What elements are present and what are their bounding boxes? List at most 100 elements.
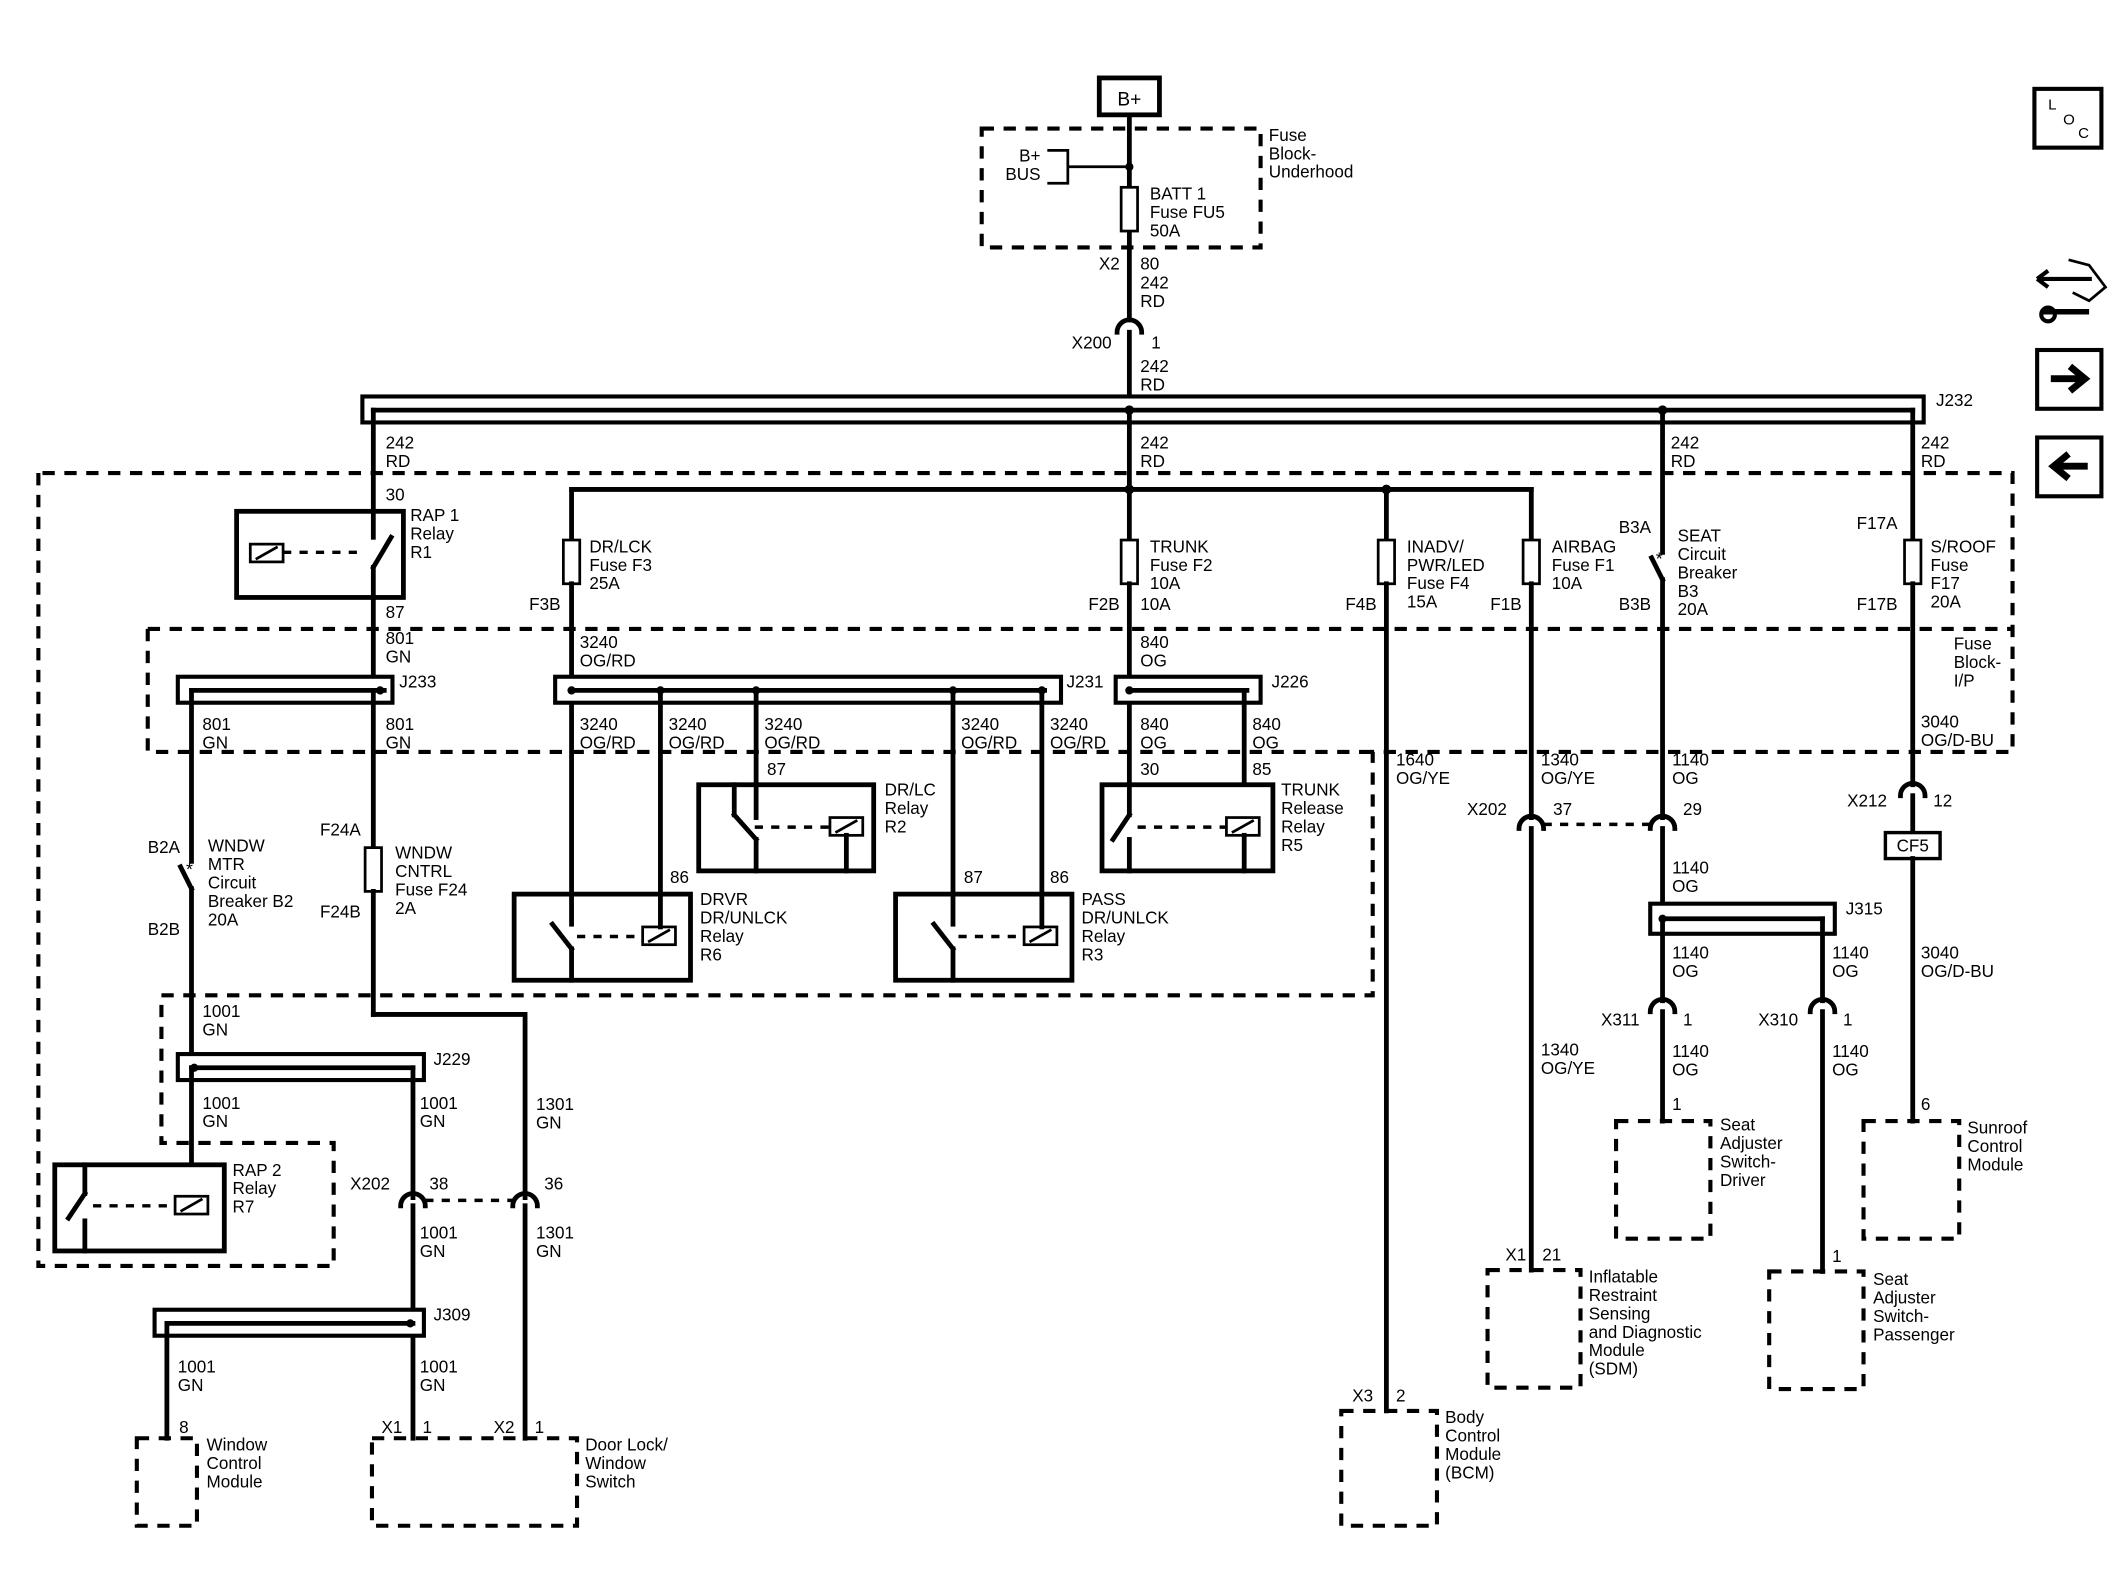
fuse-wndw <box>363 846 383 893</box>
fuse-trunk-bottom: F2B <box>1088 595 1119 614</box>
sdm-x1: X1 <box>1505 1246 1526 1265</box>
x202-37-pin: 37 <box>1553 800 1572 819</box>
fuse-airbag <box>1521 538 1541 586</box>
j231-label: J231 <box>1066 673 1103 692</box>
fuse-trunk-bottom2: 10A <box>1140 595 1171 614</box>
fuse-block-underhood-outline <box>979 126 1263 250</box>
cb-seat-top: B3A <box>1619 518 1652 537</box>
bcm-x3: X3 <box>1352 1386 1373 1405</box>
rap1-pin87: 87 <box>386 603 405 622</box>
x202-29-pin: 29 <box>1683 800 1702 819</box>
fuse-sroof-top: F17A <box>1857 514 1898 533</box>
cf5-label: CF5 <box>1897 837 1929 856</box>
fuse-trunk <box>1119 538 1139 586</box>
door-lock-x1-pin: 1 <box>423 1418 432 1437</box>
connector-wrench-icon[interactable] <box>2035 258 2108 324</box>
sunroof-pin: 6 <box>1921 1095 1931 1114</box>
x310-label: X310 <box>1758 1010 1798 1029</box>
b-plus-source-label: B+ <box>1117 89 1141 110</box>
next-page-button[interactable] <box>2035 347 2104 411</box>
rap1-pin30: 30 <box>386 485 405 504</box>
door-lock-x2: X2 <box>494 1418 515 1437</box>
fuse-inadv-bottom: F4B <box>1345 595 1376 614</box>
x2-pin-label: 80 <box>1140 254 1159 273</box>
drvr-pin86: 86 <box>670 868 689 887</box>
cb-wndw-top: B2A <box>148 838 181 857</box>
window-control-pin: 8 <box>179 1418 189 1437</box>
fuse-wndw-top: F24A <box>320 820 361 839</box>
fuse-sroof <box>1903 538 1923 586</box>
sdm-pin: 21 <box>1542 1246 1561 1265</box>
batt1-fuse <box>1119 185 1139 233</box>
loc-icon-l: L <box>2048 96 2056 113</box>
j229-label: J229 <box>433 1050 470 1069</box>
bcm-pin: 2 <box>1396 1386 1405 1405</box>
seat-driver-pin: 1 <box>1672 1095 1682 1114</box>
fuse-wndw-bottom: F24B <box>320 902 361 921</box>
x202-36-pin: 36 <box>544 1174 563 1193</box>
trunk-pin85: 85 <box>1252 760 1271 779</box>
x311-label: X311 <box>1601 1010 1640 1029</box>
seat-passenger-pin: 1 <box>1832 1247 1842 1266</box>
x212-pin: 12 <box>1933 792 1952 811</box>
pass-pin86: 86 <box>1050 868 1069 887</box>
arrow-right-icon <box>2050 363 2091 394</box>
seat-adjuster-passenger <box>1767 1269 1866 1392</box>
x212-label: X212 <box>1847 792 1887 811</box>
previous-page-button[interactable] <box>2035 435 2104 499</box>
window-control-module <box>134 1436 200 1528</box>
body-control-module <box>1339 1408 1440 1528</box>
x202-38-label: X202 <box>350 1174 390 1193</box>
loc-button[interactable]: L O C <box>2032 86 2104 150</box>
loc-icon-o: O <box>2063 111 2075 128</box>
seat-adjuster-driver <box>1614 1119 1713 1241</box>
x200-pin-label: 1 <box>1151 334 1161 353</box>
j232-label: J232 <box>1936 391 1973 410</box>
bplus-bus-label: B+BUS <box>1005 146 1040 183</box>
arrow-left-icon <box>2048 451 2088 482</box>
cb-seat-bottom: B3B <box>1619 595 1651 614</box>
svg-text:*: * <box>1656 549 1663 569</box>
x310-pin: 1 <box>1843 1010 1852 1029</box>
